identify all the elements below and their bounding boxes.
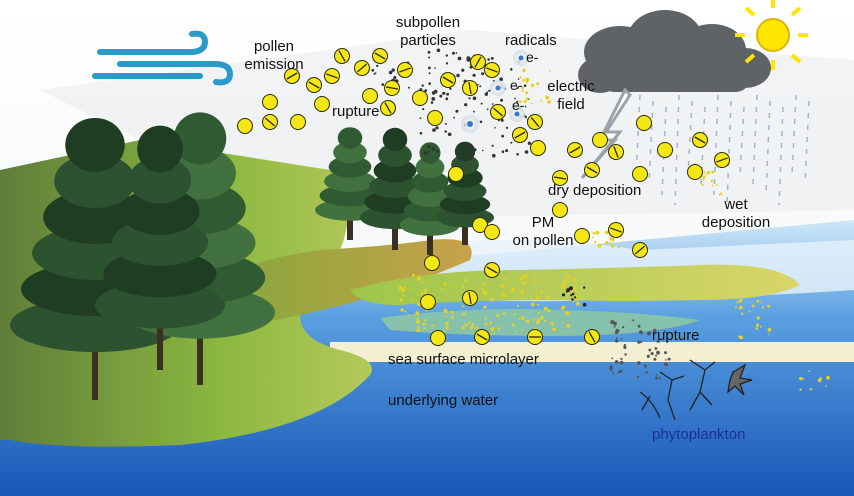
pollen-grain-icon — [484, 262, 500, 278]
pollen-grain-icon — [461, 290, 478, 306]
pollen-grain-icon — [424, 255, 440, 271]
pollen-grain-icon — [608, 144, 624, 160]
label-wet-line2: deposition — [701, 214, 771, 231]
pollen-grain-icon — [262, 94, 278, 110]
pollen-grain-icon — [584, 162, 600, 178]
pollen-grain-icon — [412, 90, 428, 106]
label-pm-line2: on pollen — [512, 232, 574, 249]
pollen-grain-icon — [470, 54, 486, 70]
pollen-grain-icon — [552, 202, 568, 218]
pollen-grain-icon — [530, 140, 546, 156]
pollen-grain-icon — [290, 114, 306, 130]
island — [350, 264, 800, 305]
pollen-grain-icon — [237, 118, 253, 134]
pollen-grain-icon — [527, 329, 543, 345]
pollen-grain-icon — [657, 142, 673, 158]
pollen-grain-icon — [584, 329, 600, 345]
pollen-grain-icon — [384, 80, 400, 96]
pollen-grain-icon — [574, 228, 590, 244]
pollen-grain-icon — [427, 110, 443, 126]
sun-icon — [735, 0, 808, 70]
pollen-grains — [237, 48, 730, 346]
label-dry-deposition: dry deposition — [548, 182, 642, 199]
label-radicals: radicals — [505, 32, 557, 49]
label-electric-line2: field — [557, 96, 585, 113]
pollen-grain-icon — [484, 224, 500, 240]
pollen-grain-icon — [636, 115, 652, 131]
pollen-grain-icon — [687, 164, 703, 180]
label-electric-field: electric field — [540, 78, 602, 114]
label-electron-1: e- — [526, 49, 539, 65]
pollen-grain-icon — [512, 127, 528, 143]
pollen-grain-icon — [397, 62, 413, 79]
label-pollen-emission: pollen emission — [236, 38, 312, 74]
pollen-grain-icon — [608, 222, 624, 238]
pollen-grain-icon — [324, 68, 340, 84]
pollen-grain-icon — [334, 48, 350, 64]
pollen-grain-icon — [592, 132, 608, 148]
pollen-grain-icon — [380, 100, 396, 116]
pollen-grain-icon — [354, 60, 370, 76]
pollen-grain-icon — [314, 96, 330, 112]
pollen-grain-icon — [440, 72, 456, 88]
island-shallows — [380, 309, 700, 336]
pollen-grain-icon — [527, 114, 543, 130]
radical-icon — [461, 115, 479, 133]
label-sea-surface-microlayer: sea surface microlayer — [388, 351, 539, 368]
label-pm-on-pollen: PM on pollen — [498, 214, 588, 250]
pollen-grain-icon — [484, 62, 500, 78]
pollen-grain-icon — [372, 48, 388, 64]
label-electron-3: e- — [512, 97, 525, 113]
wind-icon — [92, 30, 234, 86]
label-phytoplankton: phytoplankton — [652, 426, 746, 443]
tree-icon — [95, 125, 225, 370]
pollen-grain-icon — [472, 217, 488, 233]
label-subpollen-line1: subpollen — [395, 14, 461, 31]
label-wet-deposition: wet deposition — [688, 196, 784, 232]
radical-icon — [490, 80, 506, 96]
radicals-group — [461, 50, 529, 133]
label-subpollen-particles: subpollen particles — [384, 14, 472, 50]
pollen-grain-icon — [474, 329, 490, 345]
label-electron-2: e- — [510, 77, 523, 93]
pollen-grain-icon — [714, 152, 730, 168]
label-electric-line1: electric — [547, 78, 595, 95]
pollen-grain-icon — [306, 77, 322, 93]
sea-surface-microlayer-band — [330, 342, 854, 362]
pollen-grain-icon — [362, 88, 378, 104]
label-pollen-emission-line1: pollen — [253, 38, 295, 55]
pollen-grain-icon — [420, 294, 436, 310]
phytoplankton-icon — [639, 359, 753, 421]
pollen-grain-icon — [490, 104, 506, 120]
pollen-grain-icon — [632, 242, 648, 258]
label-pollen-emission-line2: emission — [244, 56, 304, 73]
radical-icon — [509, 106, 525, 122]
pollen-grain-icon — [692, 132, 708, 148]
label-rupture-air: rupture — [332, 103, 380, 120]
pollen-grain-icon — [462, 80, 478, 96]
pollen-grain-icon — [284, 68, 300, 84]
storm-cloud-icon — [578, 10, 771, 93]
pollen-grain-icon — [632, 166, 648, 182]
label-underlying-water: underlying water — [388, 392, 499, 409]
pollen-grain-icon — [552, 170, 568, 186]
radical-icon — [513, 50, 529, 66]
pollen-grain-icon — [448, 166, 464, 182]
pollen-grain-icon — [430, 330, 446, 346]
label-rupture-sea: rupture — [652, 327, 700, 344]
label-wet-line1: wet — [724, 196, 748, 213]
label-subpollen-line2: particles — [400, 32, 456, 49]
pollen-grain-icon — [567, 142, 583, 158]
pollen-grain-icon — [262, 114, 278, 130]
label-pm-line1: PM — [531, 214, 555, 231]
forest — [10, 112, 494, 400]
